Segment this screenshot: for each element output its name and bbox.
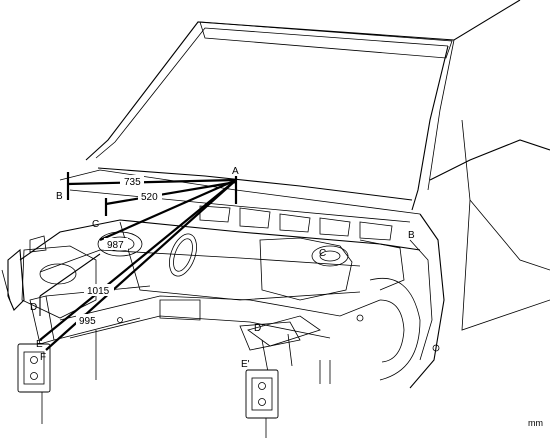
dimension-995: 995 [79,316,96,327]
label-d-left: D [30,302,37,313]
label-a: A [232,166,239,177]
label-b-right: B [408,230,415,241]
dimension-1015: 1015 [87,286,110,297]
label-f: F [40,352,46,363]
dimension-987: 987 [107,240,124,251]
dimension-520: 520 [141,192,158,203]
label-c-right: C [319,248,326,259]
label-c-left: C [92,219,99,230]
dimension-values: 735 520 987 1015 995 [76,175,162,327]
unit-label: mm [528,418,543,428]
dimension-735: 735 [124,177,141,188]
label-e-left: E [36,339,43,350]
label-b-left: B [56,191,63,202]
point-labels: A B B C C D D' E E' F [30,166,415,370]
label-d-right: D' [254,323,263,334]
label-e-right: E' [241,359,250,370]
